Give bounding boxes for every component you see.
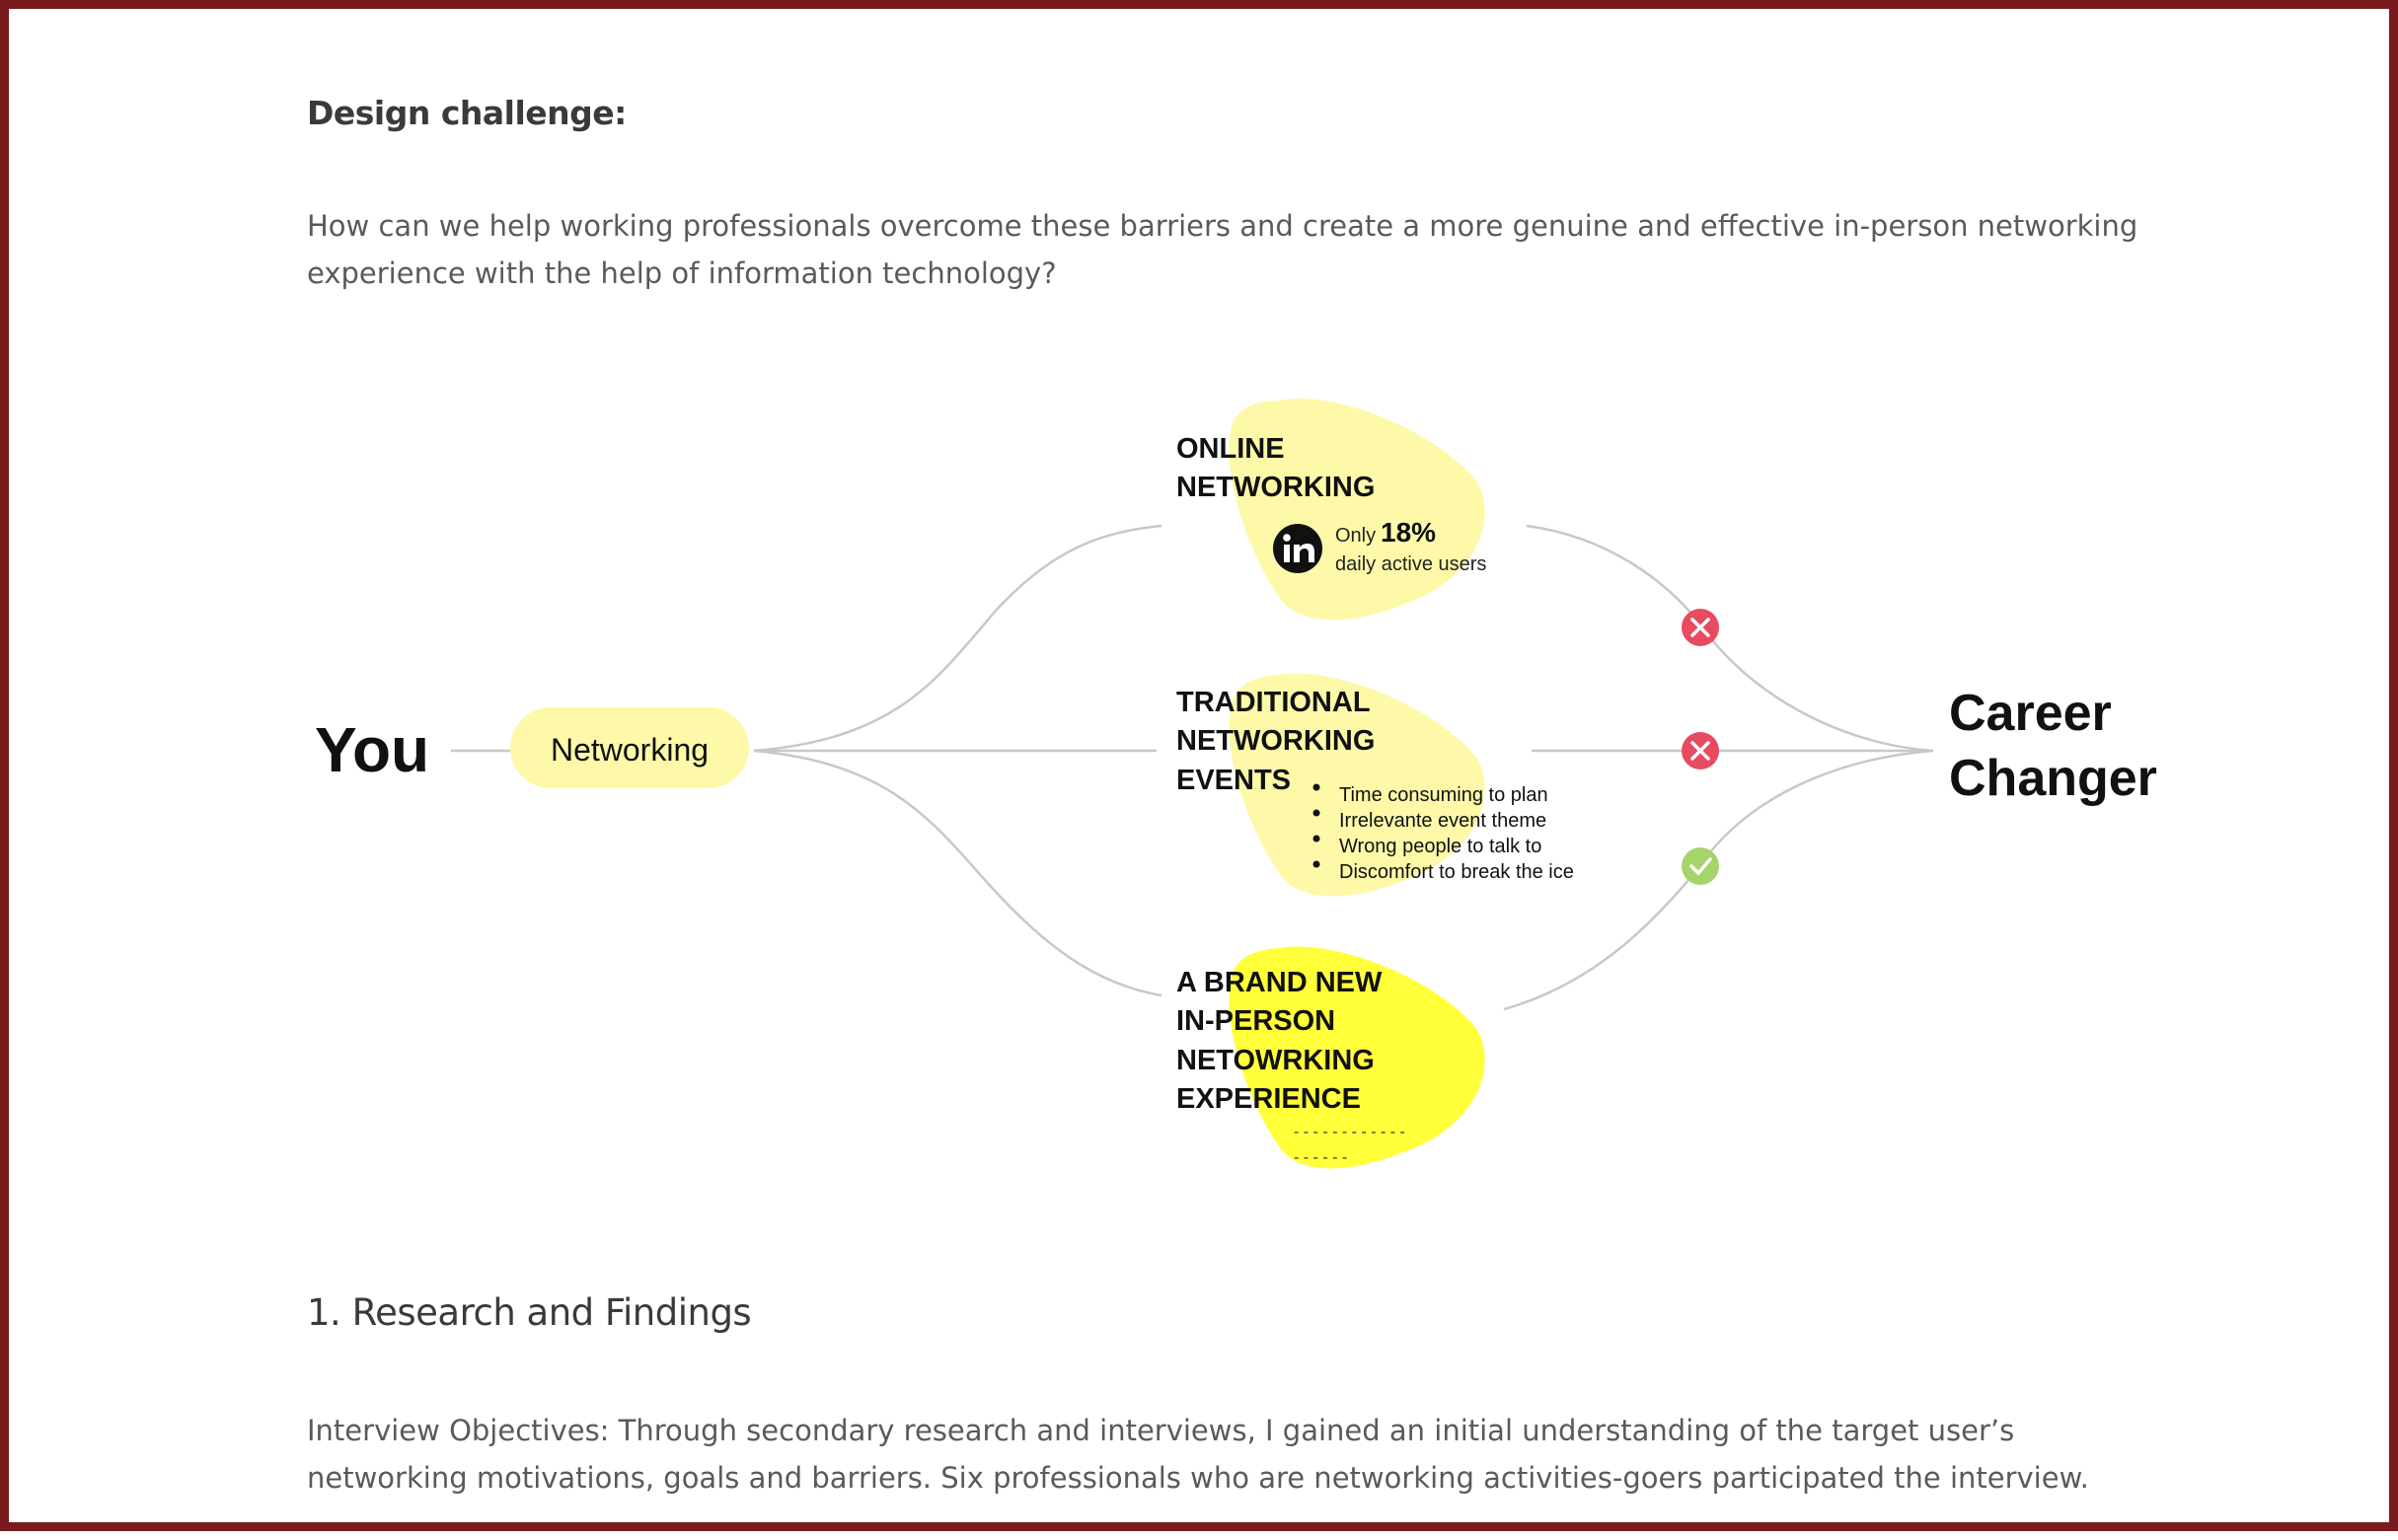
career-label-line-1: Career: [1949, 685, 2112, 742]
bullet-dot: [1312, 835, 1320, 843]
new-experience-title: A BRAND NEW IN-PERSON NETOWRKING EXPERIE…: [1176, 967, 1389, 1115]
traditional-title-line-1: TRADITIONAL: [1176, 687, 1370, 718]
networking-label: Networking: [551, 732, 709, 768]
new-title-line-1: A BRAND NEW: [1176, 967, 1383, 998]
traditional-bullet-1: Time consuming to plan: [1339, 784, 1548, 806]
research-findings-heading: 1. Research and Findings: [307, 1291, 752, 1334]
career-label-line-2: Changer: [1949, 750, 2157, 807]
you-label: You: [315, 714, 429, 785]
traditional-bullet-list: Time consuming to plan Irrelevante event…: [1312, 783, 1574, 883]
traditional-blob: [1229, 673, 1485, 897]
design-challenge-paragraph: How can we help working professionals ov…: [307, 209, 2138, 290]
connector-lines: [451, 524, 1934, 1011]
line-networking-to-new: [753, 749, 1162, 997]
traditional-title-line-3: EVENTS: [1176, 765, 1291, 796]
bullet-dot: [1312, 783, 1320, 791]
line-networking-to-online: [753, 524, 1162, 753]
online-blob: [1229, 399, 1485, 621]
career-changer-label: Career Changer: [1949, 685, 2157, 807]
online-fail-icon: [1682, 609, 1719, 646]
new-title-line-2: IN-PERSON: [1176, 1005, 1335, 1037]
new-title-line-4: EXPERIENCE: [1176, 1083, 1361, 1115]
new-title-line-3: NETOWRKING: [1176, 1045, 1375, 1076]
design-challenge-heading: Design challenge:: [307, 94, 627, 132]
networking-pill: [510, 707, 749, 788]
traditional-networking-title: TRADITIONAL NETWORKING EVENTS: [1176, 687, 1383, 796]
online-title-line-2: NETWORKING: [1176, 472, 1375, 503]
research-findings-paragraph: Interview Objectives: Through secondary …: [307, 1414, 2089, 1495]
online-stat-value: 18%: [1381, 517, 1436, 548]
online-stat-prefix: Only: [1335, 525, 1376, 547]
line-new-to-career: [1503, 749, 1934, 1011]
traditional-bullet-3: Wrong people to talk to: [1339, 836, 1541, 857]
new-placeholder-line-2: - - - - - -: [1294, 1149, 1347, 1166]
traditional-bullet-4: Discomfort to break the ice: [1339, 861, 1574, 883]
traditional-fail-icon: [1682, 732, 1719, 770]
linkedin-icon: [1273, 524, 1322, 573]
online-networking-title: ONLINE NETWORKING: [1176, 433, 1375, 503]
online-title-line-1: ONLINE: [1176, 433, 1285, 465]
bullet-dot: [1312, 860, 1320, 868]
online-stat-caption: daily active users: [1335, 553, 1486, 575]
traditional-title-line-2: NETWORKING: [1176, 725, 1375, 757]
bullet-dot: [1312, 809, 1320, 817]
new-experience-pass-icon: [1682, 847, 1719, 885]
traditional-bullet-2: Irrelevante event theme: [1339, 810, 1546, 832]
new-experience-blob: [1229, 946, 1485, 1169]
new-placeholder-line-1: - - - - - - - - - - - -: [1294, 1124, 1405, 1140]
line-online-to-career: [1526, 524, 1934, 753]
